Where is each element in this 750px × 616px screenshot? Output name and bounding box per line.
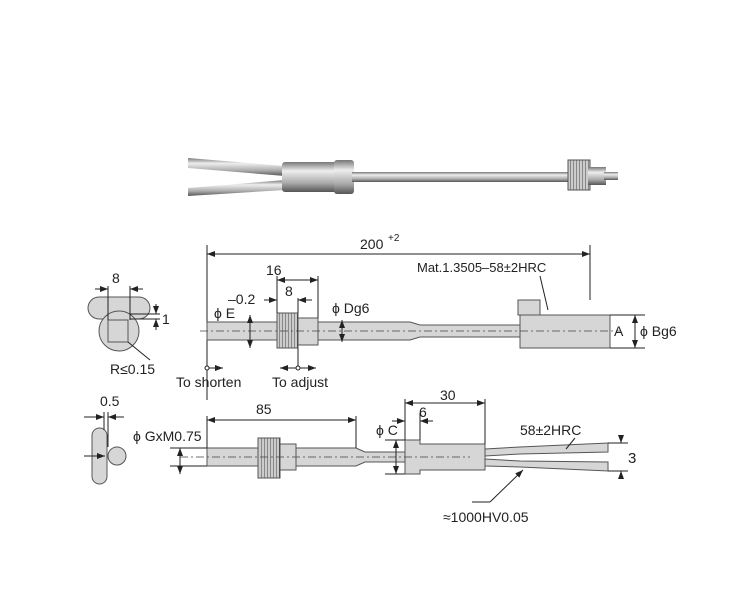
dim-minus-0-2: –0.2 [228,291,255,307]
dim-16: 16 [266,262,282,278]
phi-c-label: ϕ C [376,422,398,438]
section-gap-0-5: 0.5 [100,393,120,409]
material-label: Mat.1.3505–58±2HRC [417,260,546,275]
dim-30: 30 [440,387,456,403]
radius-label: R≤0.15 [110,361,155,377]
phi-dg6-label: ϕ Dg6 [332,300,370,316]
phi-bg6-label: ϕ Bg6 [640,323,677,339]
phi-g-label: ϕ GxM0.75 [133,428,202,444]
dim-a-label: A [614,323,624,339]
dim-85: 85 [256,401,272,417]
dim-6: 6 [419,404,427,420]
section-top: 8 1 R≤0.15 [87,270,170,377]
length-tolerance: +2 [388,233,400,244]
hardness-tip-label: 58±2HRC [520,422,581,438]
top-view: 200 +2 Mat.1.3505–58±2HRC 16 8 –0.2 ϕ E … [176,233,677,400]
phi-e-label: ϕ E [214,305,235,321]
section-width-8: 8 [112,270,120,286]
section-gap-1: 1 [162,311,170,327]
to-adjust-label: To adjust [272,374,328,390]
to-shorten-label: To shorten [176,374,241,390]
length-label: 200 [360,236,384,252]
section-bottom: 0.5 [84,393,127,485]
dim-3: 3 [628,450,636,467]
dim-8: 8 [285,283,293,299]
product-photo [188,158,618,196]
hardness-surface-label: ≈1000HV0.05 [443,509,529,525]
bottom-view: 85 ϕ GxM0.75 ϕ C 30 6 58±2HRC 3 ≈1000HV0… [133,387,636,525]
